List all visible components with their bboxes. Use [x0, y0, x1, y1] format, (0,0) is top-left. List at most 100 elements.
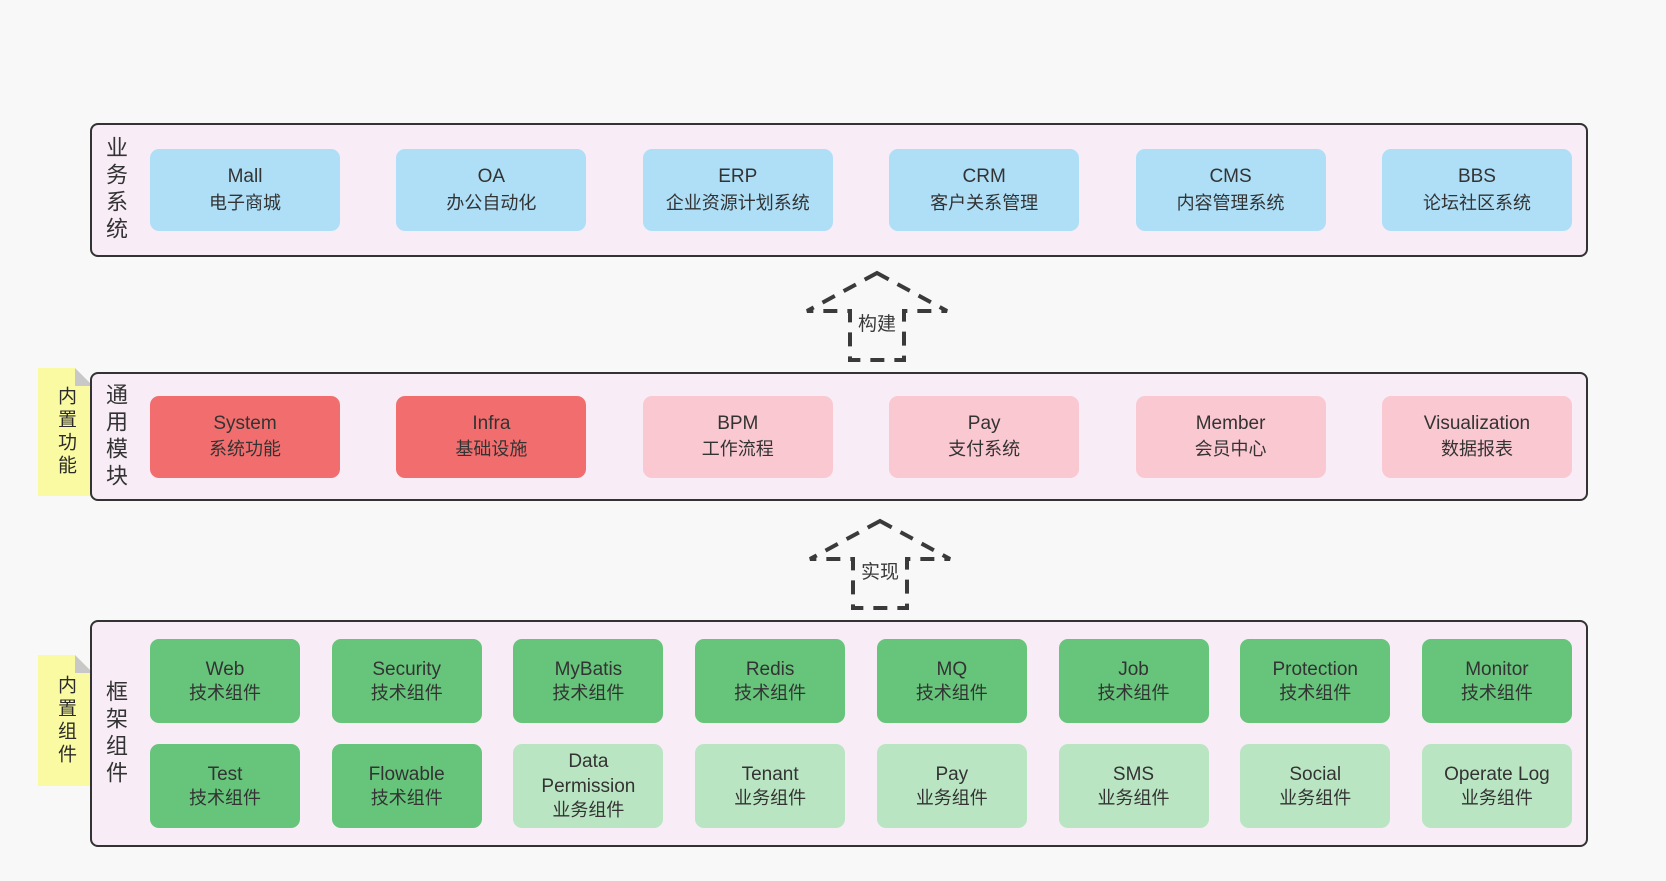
box-name: Security — [372, 658, 442, 680]
box-desc: 电子商城 — [209, 192, 281, 213]
box-desc: 技术组件 — [1279, 682, 1352, 703]
box-name: Infra — [472, 412, 511, 434]
box-desc: 内容管理系统 — [1176, 192, 1285, 213]
box-name: Visualization — [1423, 412, 1531, 434]
box-name: System — [213, 412, 277, 434]
box-name: Monitor — [1465, 658, 1529, 680]
box-name: OA — [477, 166, 506, 188]
box-name: Job — [1118, 658, 1149, 680]
box-desc: 论坛社区系统 — [1422, 192, 1531, 213]
box-name: Web — [205, 658, 245, 680]
sticky-note-builtin-features: 内置功能 — [38, 368, 93, 496]
box-row: Mall 电子商城 OA 办公自动化 ERP 企业资源计划系统 CRM 客户关系管理 CMS 内容… — [150, 149, 1572, 231]
build-arrow-icon — [806, 270, 948, 362]
box-name: ERP — [718, 166, 758, 188]
boxes-area: Mall 电子商城 OA 办公自动化 ERP 企业资源计划系统 CRM 客户关系管理 CMS 内容… — [150, 125, 1572, 255]
box-bbs: BBS 论坛社区系统 — [1381, 149, 1572, 231]
box-desc: 系统功能 — [209, 439, 281, 460]
box-name: Protection — [1272, 658, 1358, 680]
box-name: BPM — [717, 412, 759, 434]
implement-arrow-label: 实现 — [855, 560, 905, 585]
box-oa: OA 办公自动化 — [396, 149, 587, 231]
box-desc: 技术组件 — [370, 787, 443, 808]
box-desc: 技术组件 — [734, 682, 807, 703]
sticky-note-builtin-components: 内置组件 — [38, 655, 93, 786]
box-mall: Mall 电子商城 — [150, 149, 340, 231]
box-desc: 会员中心 — [1194, 439, 1267, 460]
box-name: BBS — [1457, 166, 1496, 188]
box-desc: 技术组件 — [370, 682, 443, 703]
box-infra: Infra 基础设施 — [396, 395, 587, 478]
box-desc: 数据报表 — [1440, 439, 1513, 460]
box-desc: 技术组件 — [1460, 682, 1533, 703]
box-desc: 技术组件 — [189, 787, 261, 808]
box-desc: 技术组件 — [915, 682, 988, 703]
box-desc: 工作流程 — [701, 439, 774, 460]
box-system: System 系统功能 — [150, 395, 340, 478]
box-name: MyBatis — [554, 658, 623, 680]
box-desc: 业务组件 — [734, 787, 807, 808]
box-erp: ERP 企业资源计划系统 — [642, 149, 833, 231]
box-visualization: Visualization 数据报表 — [1381, 395, 1572, 478]
box-desc: 技术组件 — [189, 682, 261, 703]
box-name: Tenant — [741, 763, 799, 785]
box-desc: 业务组件 — [552, 800, 625, 821]
box-name: Pay — [967, 412, 1001, 434]
box-name: Pay — [935, 763, 969, 785]
box-cms: CMS 内容管理系统 — [1135, 149, 1326, 231]
box-bpm: BPM 工作流程 — [642, 395, 833, 478]
box-desc: 技术组件 — [1097, 682, 1170, 703]
box-desc: 基础设施 — [455, 439, 528, 460]
box-name: Data Permission — [541, 751, 636, 798]
box-desc: 办公自动化 — [446, 192, 537, 213]
sticky-note-label: 内置组件 — [55, 674, 76, 767]
box-desc: 业务组件 — [1460, 787, 1533, 808]
box-name: Flowable — [368, 763, 445, 785]
box-desc: 客户关系管理 — [930, 192, 1039, 213]
box-desc: 业务组件 — [1279, 787, 1352, 808]
section-side-label: 业务系统 — [103, 136, 128, 244]
section-side-label: 通用模块 — [103, 382, 128, 491]
section-side-label: 框架组件 — [103, 679, 128, 788]
box-name: Social — [1289, 763, 1342, 785]
box-name: CMS — [1209, 166, 1252, 188]
box-name: MQ — [936, 658, 968, 680]
box-name: SMS — [1112, 763, 1155, 785]
build-arrow-label: 构建 — [852, 312, 902, 337]
box-desc: 业务组件 — [1097, 787, 1170, 808]
box-name: Test — [207, 763, 243, 785]
box-name: Mall — [227, 166, 263, 188]
box-crm: CRM 客户关系管理 — [889, 149, 1080, 231]
box-desc: 企业资源计划系统 — [665, 192, 810, 213]
sticky-note-label: 内置功能 — [55, 386, 76, 478]
box-desc: 业务组件 — [915, 787, 988, 808]
box-desc: 技术组件 — [552, 682, 625, 703]
box-name: CRM — [962, 166, 1006, 188]
box-name: Redis — [745, 658, 795, 680]
section-business-systems: 业务系统 Mall 电子商城 OA 办公自动化 ERP 企业资源计划系统 CRM 客户关系管理… — [90, 123, 1588, 257]
